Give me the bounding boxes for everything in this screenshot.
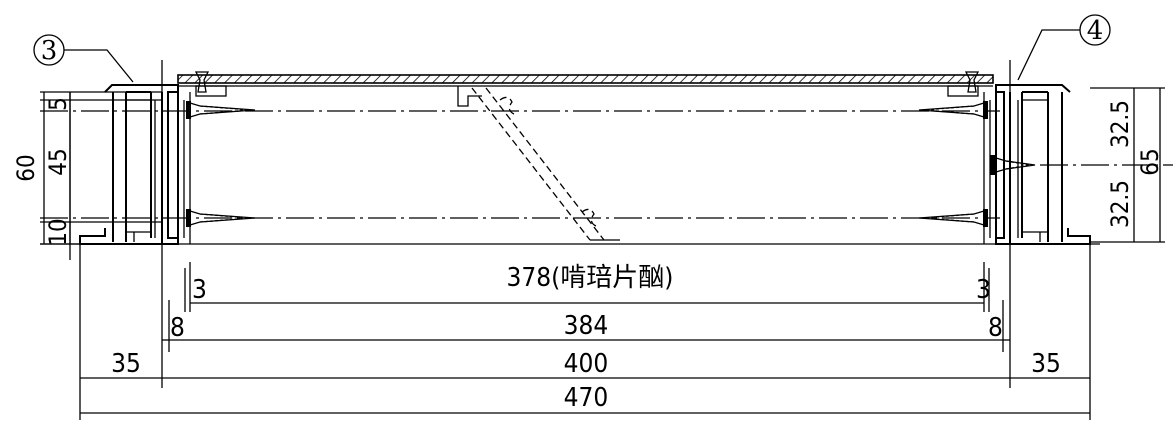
screw-left-bottom [186, 209, 256, 227]
dim-frame-right: 35 [1031, 349, 1061, 379]
dim-left-height: 60 [12, 154, 40, 181]
dim-left-bottom: 10 [44, 218, 72, 245]
dim-left-mid: 45 [44, 148, 72, 175]
screw-right-top [918, 101, 988, 119]
callout-right-number: 4 [1087, 16, 1104, 46]
screw-left-top [186, 101, 256, 119]
dim-gap-left: 3 [192, 275, 207, 305]
diagonal-brace [457, 86, 620, 241]
callout-left: 3 [33, 34, 134, 83]
dim-frame-left: 35 [111, 349, 141, 379]
extension-lines [69, 60, 1165, 420]
screws [186, 71, 1036, 227]
screw-right-bottom [918, 209, 988, 227]
top-panel-skin [177, 74, 994, 87]
dim-left-top: 5 [44, 97, 72, 111]
dim-overall-width: 470 [564, 383, 609, 413]
left-frame-profile [79, 84, 191, 245]
dim-net-width: 378(啃琣片酗) [507, 263, 674, 293]
right-vertical-dimensions [1133, 88, 1161, 242]
dim-gap-right: 3 [976, 275, 991, 305]
dim-inner-width: 384 [564, 311, 609, 341]
top-fasteners [194, 71, 980, 97]
left-vertical-dimensions [40, 91, 162, 245]
dim-side-right: 8 [988, 313, 1003, 343]
dim-side-left: 8 [170, 313, 185, 343]
centre-lines [40, 110, 1173, 219]
dim-right-top: 32.5 [1106, 100, 1134, 148]
horizontal-dimensions [80, 302, 1090, 414]
screw-right-middle [990, 155, 1036, 175]
dim-opening-width: 400 [564, 349, 609, 379]
dim-right-height: 65 [1136, 148, 1164, 175]
dim-right-bottom: 32.5 [1106, 180, 1134, 228]
callout-left-number: 3 [41, 36, 58, 66]
callout-right: 4 [1017, 14, 1111, 81]
